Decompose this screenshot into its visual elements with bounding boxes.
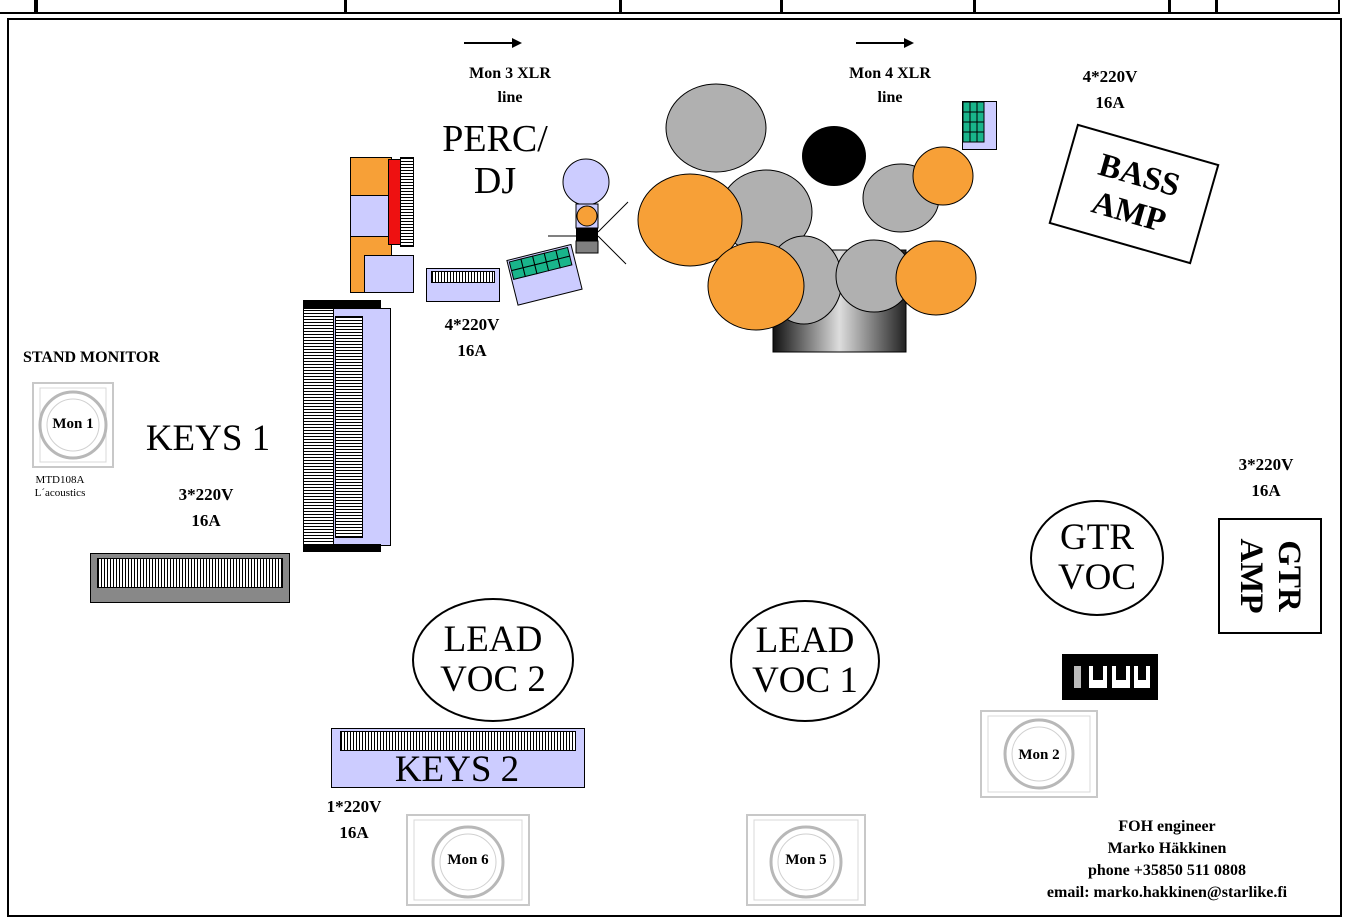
monitor-label-mon1: Mon 1	[52, 416, 94, 432]
header-cell-1	[0, 0, 36, 14]
perc-dj-label: PERC/DJ	[442, 118, 548, 202]
drum-kit	[637, 83, 977, 353]
header-cell-5	[781, 0, 975, 14]
keys2-label: KEYS 2	[394, 749, 520, 790]
monitor-wedge-icon	[406, 814, 530, 906]
header-cell-3	[345, 0, 621, 14]
monitor-label-mon5: Mon 5	[785, 852, 827, 868]
header-cell-7	[1169, 0, 1217, 14]
header-cell-2	[36, 0, 346, 14]
keys1-keyboard	[90, 553, 290, 603]
perc-keyboard	[426, 268, 500, 302]
monitor-label-mon2: Mon 2	[1018, 747, 1060, 763]
monitor-wedge-icon	[32, 382, 114, 468]
header-cell-6	[974, 0, 1170, 14]
arrow-right-icon	[464, 38, 522, 48]
monitor-wedge-icon	[980, 710, 1098, 798]
monitor-wedge-icon	[746, 814, 866, 906]
percussion-rack	[350, 157, 414, 293]
contact-info: FOH engineer Marko Häkkinen phone +35850…	[1000, 816, 1334, 904]
contact-name: Marko Häkkinen	[1107, 840, 1227, 857]
contact-email[interactable]: email: marko.hakkinen@starlike.fi	[1046, 884, 1288, 901]
keys1-label: KEYS 1	[145, 418, 271, 459]
stand-monitor-label: STAND MONITOR	[23, 349, 160, 366]
contact-phone: phone +35850 511 0808	[1087, 862, 1247, 879]
keys2-keyboard	[331, 728, 585, 788]
arrow-right-icon	[856, 38, 914, 48]
perc-pad	[506, 244, 583, 306]
header-cell-4	[620, 0, 782, 14]
drum-pad	[962, 101, 997, 150]
pedalboard	[1062, 654, 1158, 700]
monitor-label-mon6: Mon 6	[447, 852, 489, 868]
contact-role: FOH engineer	[1118, 818, 1216, 835]
header-cell-8	[1216, 0, 1340, 14]
perc-mic-stand	[548, 158, 629, 265]
keys1-rack	[303, 300, 391, 554]
